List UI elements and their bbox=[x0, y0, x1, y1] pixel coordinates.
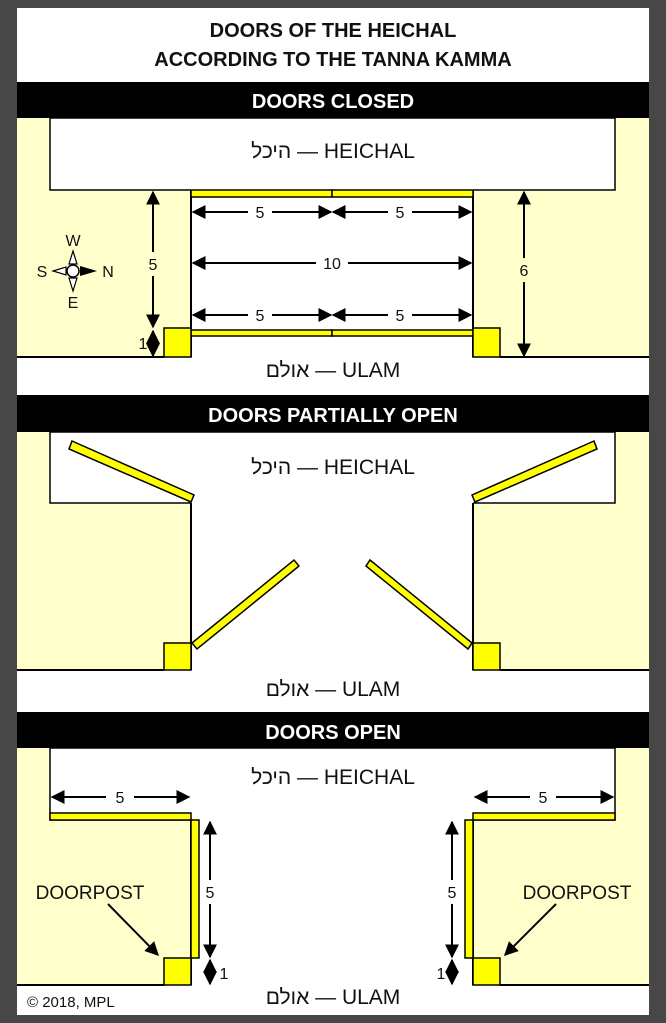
door-right-open bbox=[472, 812, 616, 821]
doorpost-right bbox=[472, 327, 501, 358]
doorway-opening bbox=[191, 502, 473, 672]
door-outer-right bbox=[471, 439, 598, 503]
ulam-area bbox=[17, 357, 649, 395]
doorpost-left bbox=[163, 957, 192, 986]
dim-door-width: 5 bbox=[396, 205, 405, 222]
compass-icon bbox=[50, 248, 97, 294]
title-line-2: ACCORDING TO THE TANNA KAMMA bbox=[154, 49, 511, 71]
dim-door-width: 5 bbox=[256, 308, 265, 325]
dim-doorpost: 1 bbox=[139, 336, 148, 353]
door-right bbox=[331, 189, 474, 198]
dim-door-width: 5 bbox=[116, 790, 125, 807]
dim-wall-depth: 5 bbox=[206, 885, 215, 902]
heading-doors-open: DOORS OPEN bbox=[265, 722, 401, 744]
band-doors-closed bbox=[17, 82, 649, 118]
dim-doorpost: 1 bbox=[437, 966, 446, 983]
door-left bbox=[190, 189, 333, 198]
ulam-area bbox=[17, 670, 649, 712]
doorpost-label-left: DOORPOST bbox=[36, 883, 145, 904]
door-left-inner bbox=[190, 329, 333, 337]
dim-wall-depth: 5 bbox=[448, 885, 457, 902]
band-doors-open bbox=[17, 712, 649, 748]
heading-doors-partially-open: DOORS PARTIALLY OPEN bbox=[208, 405, 458, 427]
ulam-area bbox=[17, 985, 649, 1015]
compass-south: S bbox=[37, 264, 48, 281]
doorpost-left bbox=[163, 327, 192, 358]
dim-opening-width: 10 bbox=[323, 256, 341, 273]
heichal-label: היכל — HEICHAL bbox=[251, 766, 415, 789]
heichal-area bbox=[49, 431, 616, 504]
heichal-label: היכל — HEICHAL bbox=[251, 140, 415, 163]
heichal-area bbox=[49, 747, 616, 821]
doorpost-label-right: DOORPOST bbox=[523, 883, 632, 904]
dim-door-width: 5 bbox=[396, 308, 405, 325]
door-left-inner-open bbox=[190, 819, 200, 959]
ulam-label: אולם — ULAM bbox=[266, 359, 401, 382]
doorpost-right bbox=[472, 957, 501, 986]
dimension-arrows bbox=[146, 190, 531, 358]
dim-doorpost: 1 bbox=[220, 966, 229, 983]
door-left-open bbox=[49, 812, 192, 821]
doorpost-right bbox=[472, 642, 501, 671]
door-right-inner-open bbox=[464, 819, 474, 959]
dimension-arrows bbox=[50, 790, 615, 986]
doorpost-left bbox=[163, 642, 192, 671]
heichal-area bbox=[49, 117, 616, 191]
door-inner-right bbox=[364, 558, 474, 651]
doorway-opening bbox=[191, 819, 473, 987]
heading-doors-closed: DOORS CLOSED bbox=[252, 91, 414, 113]
door-outer-left bbox=[68, 439, 195, 503]
dim-wall-depth: 5 bbox=[149, 257, 158, 274]
door-right-inner bbox=[331, 329, 474, 337]
title-line-1: DOORS OF THE HEICHAL bbox=[210, 20, 457, 42]
door-inner-left bbox=[190, 558, 301, 651]
dim-door-width: 5 bbox=[539, 790, 548, 807]
dim-total-depth: 6 bbox=[520, 263, 529, 280]
compass-west: W bbox=[65, 233, 81, 250]
compass-north: N bbox=[102, 264, 114, 281]
band-doors-partially-open bbox=[17, 395, 649, 432]
compass-east: E bbox=[68, 295, 79, 312]
dim-door-width: 5 bbox=[256, 205, 265, 222]
copyright: © 2018, MPL bbox=[27, 994, 115, 1011]
heichal-label: היכל — HEICHAL bbox=[251, 456, 415, 479]
ulam-label: אולם — ULAM bbox=[266, 678, 401, 701]
ulam-label: אולם — ULAM bbox=[266, 986, 401, 1009]
